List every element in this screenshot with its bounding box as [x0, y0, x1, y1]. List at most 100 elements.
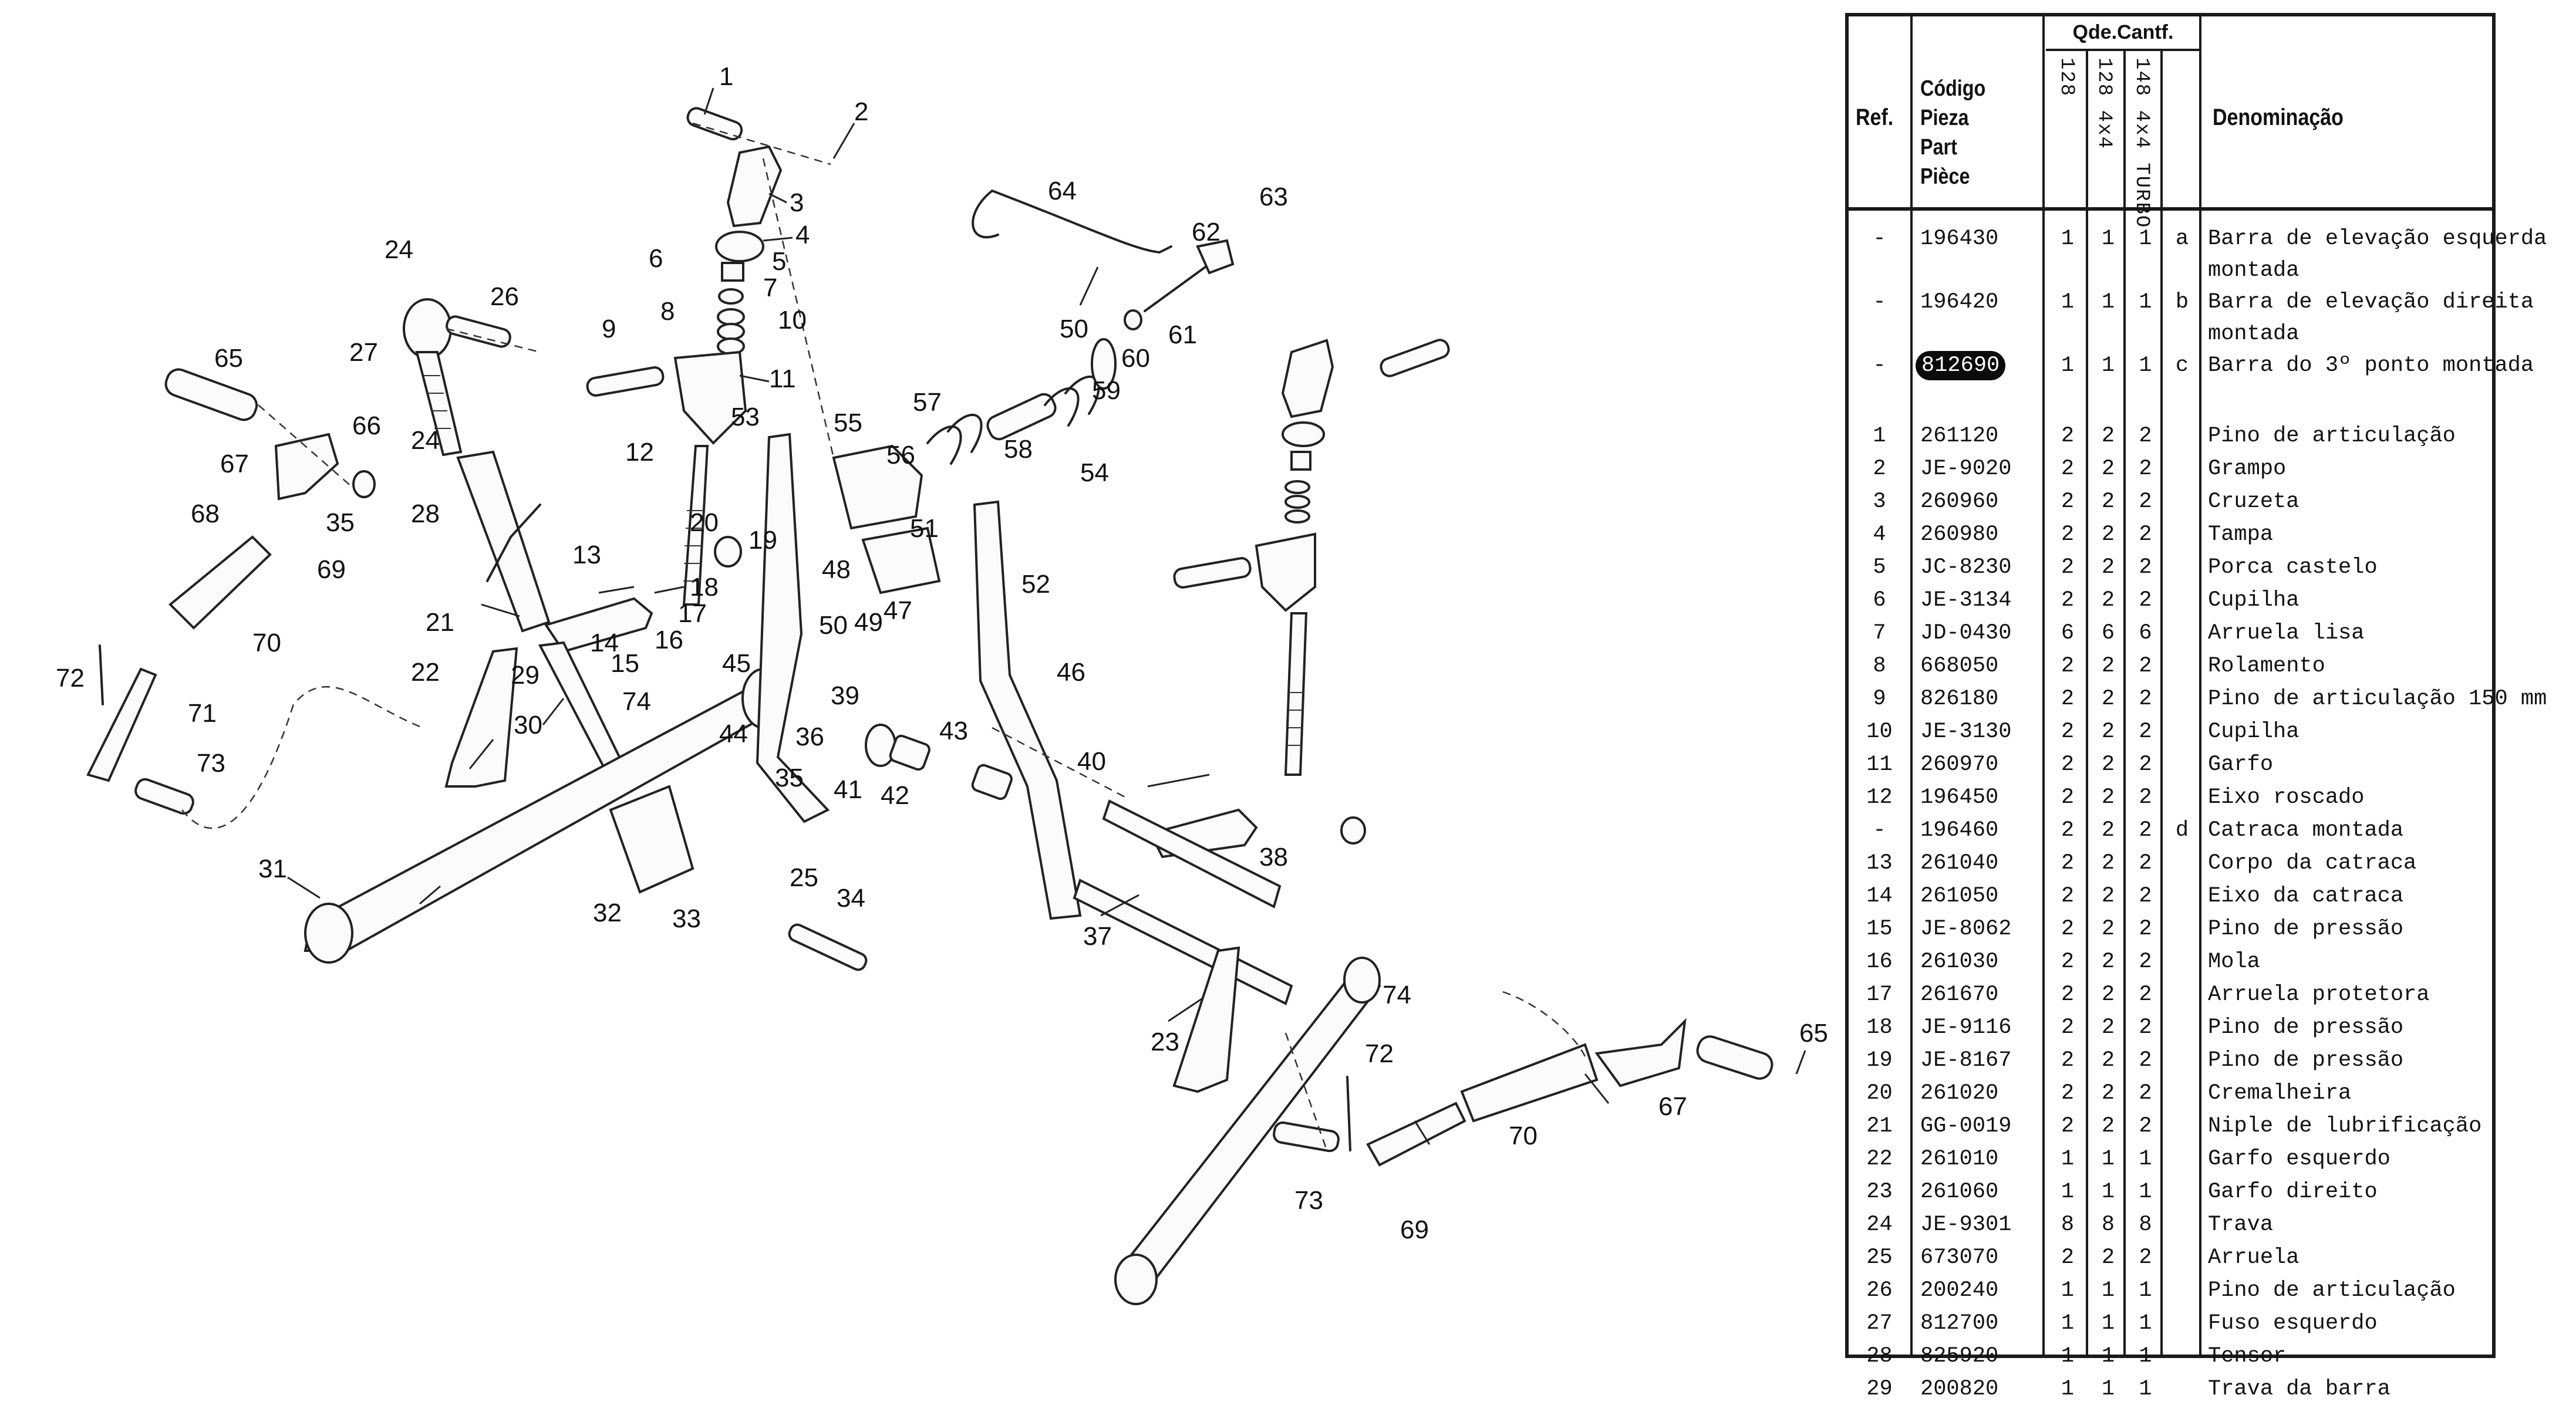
- qty-128-4x4-cell: 2: [2101, 884, 2115, 908]
- part-code-cell: JE-8167: [1920, 1048, 2012, 1073]
- qty-128-4x4-cell: 2: [2101, 851, 2115, 876]
- description-cell: Corpo da catraca: [2208, 851, 2417, 876]
- qty-148-turbo-cell: 1: [2139, 290, 2152, 315]
- description-cell: Grampo: [2208, 457, 2287, 481]
- ref-cell: 19: [1866, 1048, 1893, 1073]
- qty-148-turbo-cell: 2: [2139, 1048, 2152, 1073]
- description-cell: Pino de pressão: [2208, 917, 2404, 941]
- callout-28: 28: [411, 499, 440, 528]
- qty-128-4x4-cell: 1: [2101, 1377, 2115, 1401]
- qty-148-turbo-cell: 2: [2139, 851, 2152, 876]
- qty-148-turbo-cell: 2: [2139, 982, 2152, 1007]
- pin-65: [164, 368, 258, 421]
- callout-41: 41: [834, 775, 862, 804]
- callout-67b: 67: [1658, 1092, 1687, 1121]
- qty-148-turbo-cell: 2: [2139, 1081, 2152, 1106]
- right-fork-23: [1172, 946, 1240, 1093]
- col-divider: [2042, 16, 2045, 1355]
- callout-49: 49: [854, 608, 883, 637]
- header-model-128: 128: [2055, 58, 2078, 97]
- qty-128-4x4-cell: 1: [2101, 1180, 2115, 1204]
- callout-3: 3: [790, 188, 804, 217]
- qty-128-cell: 2: [2061, 588, 2075, 613]
- qty-128-cell: 2: [2061, 687, 2075, 711]
- qty-128-cell: 6: [2061, 621, 2075, 646]
- part-code-cell: 196460: [1920, 818, 1999, 843]
- callout-37: 37: [1083, 922, 1112, 951]
- part-code-cell: 261120: [1920, 424, 1999, 448]
- threaded-shaft-12-right: [1284, 612, 1308, 776]
- ref-cell: 25: [1866, 1245, 1893, 1270]
- callout-10: 10: [778, 306, 807, 335]
- qty-128-4x4-cell: 2: [2101, 1245, 2115, 1270]
- bracket-67-right: [1594, 1018, 1687, 1087]
- ref-cell: 11: [1866, 752, 1893, 777]
- callout-70: 70: [252, 629, 281, 657]
- qty-148-turbo-cell: 2: [2139, 884, 2152, 908]
- qty-128-4x4-cell: 2: [2101, 1015, 2115, 1040]
- qty-128-4x4-cell: 2: [2101, 982, 2115, 1007]
- exploded-view-diagram: 1 2 3 4 5 6 7 8 9 10 11 12 13 14 15 16 1…: [56, 62, 1828, 1305]
- qty-148-turbo-cell: 6: [2139, 621, 2152, 646]
- rod-61: [1144, 263, 1211, 312]
- ref-cell: 12: [1866, 785, 1893, 810]
- callout-33: 33: [672, 904, 701, 933]
- qty-148-turbo-cell: 2: [2139, 424, 2152, 448]
- parts-table: Ref. Código Pieza Part Pièce Qde.Cantf. …: [1845, 13, 2547, 1401]
- sleeve-70: [168, 535, 272, 630]
- left-top-link-assembly: [403, 298, 624, 771]
- qty-128-4x4-cell: 2: [2101, 457, 2115, 481]
- qty-128-4x4-cell: 2: [2101, 687, 2115, 711]
- part-code-cell: 261020: [1920, 1081, 1999, 1106]
- ref-cell: -: [1873, 818, 1886, 843]
- lower-link-31-right: [1120, 967, 1381, 1287]
- qty-148-turbo-cell: 2: [2139, 687, 2152, 711]
- pin-73: [134, 778, 194, 815]
- pin-73-right: [1273, 1121, 1340, 1153]
- ref-cell: 7: [1873, 621, 1886, 646]
- qty-148-turbo-cell: 2: [2139, 752, 2152, 777]
- callout-45: 45: [722, 649, 751, 678]
- callout-72b: 72: [1365, 1039, 1394, 1068]
- part-code-cell: 200240: [1920, 1278, 1999, 1303]
- part-code-cell: 261060: [1920, 1180, 1999, 1204]
- spring-assembly: [926, 190, 1235, 465]
- ref-cell: 17: [1866, 982, 1893, 1007]
- left-lift-rod-assembly: [544, 107, 783, 653]
- note-cell: c: [2175, 353, 2189, 378]
- qty-148-turbo-cell: 1: [2139, 1278, 2152, 1303]
- callout-30: 30: [514, 711, 542, 739]
- callout-26: 26: [490, 282, 519, 311]
- description-cell: Pino de articulação: [2208, 424, 2456, 448]
- ref-cell: 20: [1866, 1081, 1893, 1106]
- pin-1-right: [1380, 339, 1450, 377]
- qty-148-turbo-cell: 2: [2139, 654, 2152, 678]
- cross-3: [726, 145, 783, 228]
- part-code-cell: 260980: [1920, 522, 1999, 547]
- threaded-shaft-12: [682, 445, 709, 606]
- part-code-cell: JE-9020: [1920, 457, 2012, 481]
- qty-128-cell: 2: [2061, 1081, 2075, 1106]
- qty-128-cell: 2: [2061, 752, 2075, 777]
- pin-1: [686, 107, 743, 141]
- cross-3-right: [1281, 339, 1334, 418]
- qty-128-4x4-cell: 2: [2101, 1048, 2115, 1073]
- center-frame-assembly: [756, 433, 1082, 920]
- qty-128-4x4-cell: 8: [2101, 1213, 2115, 1237]
- qty-128-cell: 2: [2061, 818, 2075, 843]
- castle-nut-5: [721, 262, 744, 282]
- ref-cell: 27: [1866, 1311, 1893, 1336]
- callout-11: 11: [769, 364, 796, 393]
- qty-128-cell: 2: [2061, 1048, 2075, 1073]
- qty-128-cell: 2: [2061, 654, 2075, 678]
- qty-128-4x4-cell: 2: [2101, 489, 2115, 514]
- header-code-line: Pieza: [1920, 106, 1969, 130]
- callout-47: 47: [884, 596, 912, 625]
